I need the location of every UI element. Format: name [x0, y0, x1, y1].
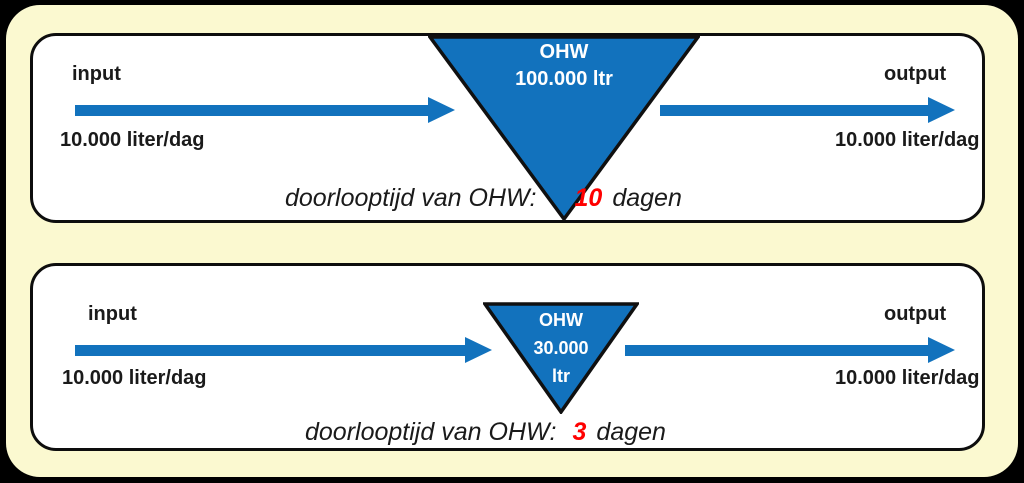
output-label: output: [884, 63, 947, 85]
input-flow-arrow: [75, 97, 455, 123]
arrow-head-icon: [428, 97, 455, 123]
caption-days-value: 3: [572, 418, 587, 446]
arrow-shaft: [625, 344, 928, 356]
input-rate-label: 10.000 liter/dag: [62, 367, 207, 389]
arrow-head-icon: [928, 97, 955, 123]
output-rate-label: 10.000 liter/dag: [835, 367, 980, 389]
input-label: input: [72, 63, 121, 85]
caption-prefix: doorlooptijd van OHW:: [305, 418, 557, 446]
input-flow-arrow: [75, 337, 492, 363]
input-label: input: [88, 303, 137, 325]
arrow-shaft: [75, 344, 465, 356]
caption-suffix: dagen: [596, 418, 666, 446]
output-flow-arrow: [660, 97, 955, 123]
arrow-shaft: [660, 104, 928, 116]
ohw-buffer-triangle-icon: [428, 35, 700, 221]
output-flow-arrow: [625, 337, 955, 363]
caption-prefix: doorlooptijd van OHW:: [285, 184, 537, 212]
caption-suffix: dagen: [612, 184, 682, 212]
ohw-buffer-triangle-icon: [483, 302, 639, 414]
output-rate-label: 10.000 liter/dag: [835, 129, 980, 151]
throughput-caption: doorlooptijd van OHW: 10 dagen: [285, 184, 682, 213]
throughput-caption: doorlooptijd van OHW: 3 dagen: [305, 418, 666, 447]
arrow-head-icon: [465, 337, 492, 363]
arrow-shaft: [75, 104, 428, 116]
caption-days-value: 10: [574, 184, 603, 212]
input-rate-label: 10.000 liter/dag: [60, 129, 205, 151]
diagram-board: input 10.000 liter/dag OHW 100.000 ltr o…: [6, 5, 1018, 477]
arrow-head-icon: [928, 337, 955, 363]
panel-ohw-large: input 10.000 liter/dag OHW 100.000 ltr o…: [30, 33, 985, 223]
panel-ohw-small: input 10.000 liter/dag OHW 30.000 ltr ou…: [30, 263, 985, 451]
output-label: output: [884, 303, 947, 325]
